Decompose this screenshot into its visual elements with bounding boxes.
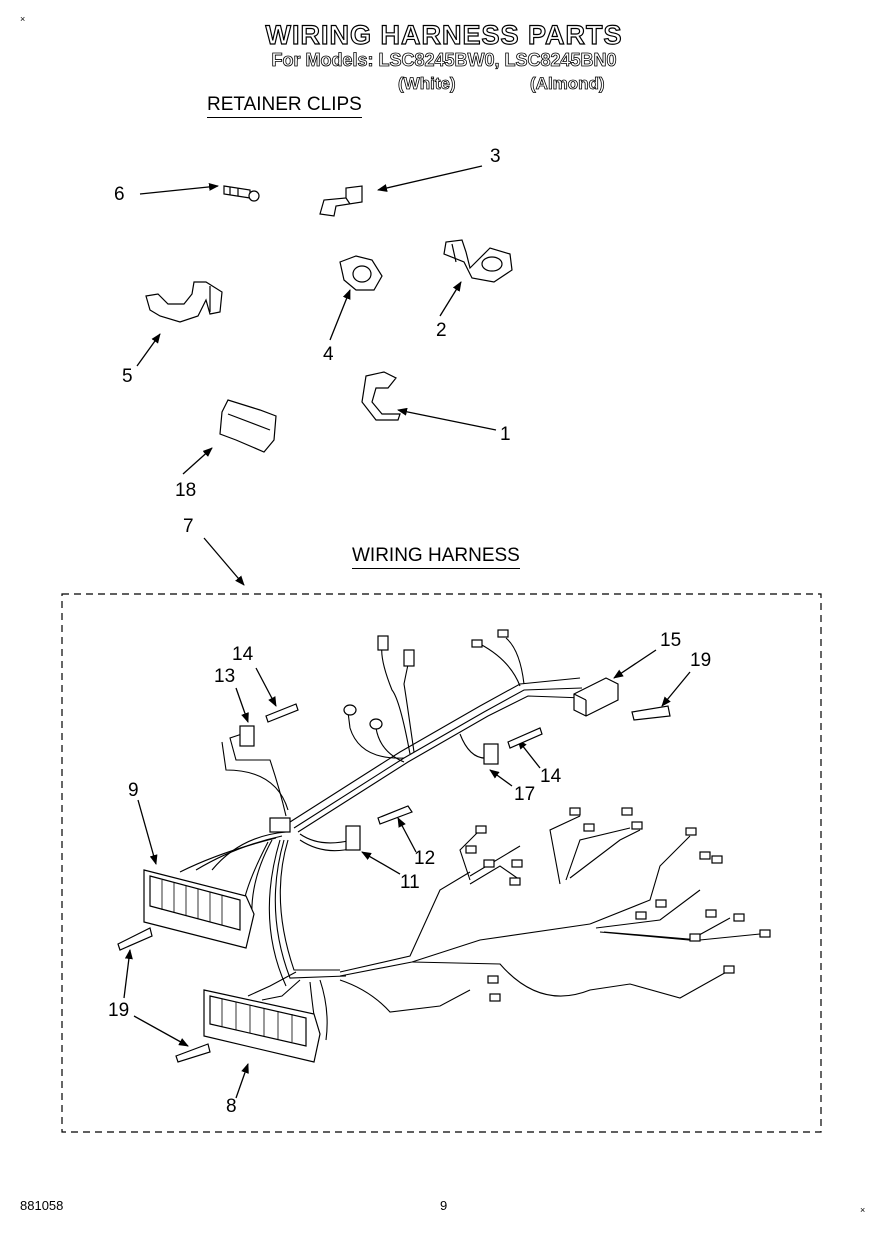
callout-19-lower: 19: [108, 1000, 130, 1021]
harness-junction: [269, 817, 291, 833]
retainer-clips-heading: RETAINER CLIPS: [207, 94, 362, 118]
callout-14-lower: 14: [540, 766, 562, 787]
loose-terminal-19c: [175, 1043, 211, 1063]
wiring-harness-heading: WIRING HARNESS: [352, 545, 520, 569]
connector-9: [143, 869, 255, 949]
leader-lines: [123, 165, 691, 1099]
clip-6-push-pin: [223, 185, 260, 202]
clip-5-saddle-clip: [145, 281, 223, 323]
callout-9: 9: [128, 780, 139, 801]
loose-terminal-14a: [265, 703, 299, 723]
connector-11: [345, 825, 361, 851]
variant-white: (White): [398, 74, 456, 94]
callout-4: 4: [323, 344, 334, 365]
harness-connectors: [117, 629, 771, 1063]
connector-8: [203, 989, 321, 1063]
connector-13: [239, 725, 255, 747]
harness-boundary: [61, 593, 822, 1133]
callout-17: 17: [514, 784, 536, 805]
callout-14-upper: 14: [232, 644, 254, 665]
page-number: 9: [440, 1198, 448, 1213]
loose-terminal-19b: [117, 927, 153, 951]
clip-4-ring-clip: [339, 255, 383, 291]
loose-terminal-14b: [507, 727, 543, 749]
callout-19-upper: 19: [690, 650, 712, 671]
connector-17: [483, 743, 499, 765]
callout-13: 13: [214, 666, 236, 687]
callout-3: 3: [490, 146, 501, 167]
loose-terminal-12: [377, 805, 413, 825]
callout-8: 8: [226, 1096, 237, 1117]
clip-2-cable-clip: [443, 239, 513, 283]
callout-15: 15: [660, 630, 682, 651]
clip-18-sleeve: [219, 399, 277, 453]
harness-wires: [179, 637, 761, 1041]
retainer-clips: [145, 185, 513, 453]
callout-18: 18: [175, 480, 197, 501]
grommet-terminals: [343, 704, 383, 730]
connector-15: [573, 677, 619, 717]
document-number: 881058: [20, 1198, 64, 1213]
loose-terminal-19a: [631, 705, 671, 721]
callout-11: 11: [400, 872, 420, 893]
callout-2: 2: [436, 320, 447, 341]
callout-7: 7: [183, 516, 194, 537]
page-title: WIRING HARNESS PARTS: [265, 19, 623, 50]
callout-12: 12: [414, 848, 436, 869]
registration-mark-bottom: ×: [860, 1205, 866, 1215]
clip-1-hook-clip: [361, 371, 401, 421]
spade-terminals: [465, 629, 771, 1002]
callout-5: 5: [122, 366, 133, 387]
variant-almond: (Almond): [530, 74, 605, 94]
callout-6: 6: [114, 184, 125, 205]
clip-3-wire-clip: [319, 185, 363, 217]
models-line: For Models: LSC8245BW0, LSC8245BN0: [271, 50, 617, 71]
switch-connectors: [377, 635, 415, 667]
callout-1: 1: [500, 424, 511, 445]
registration-mark-top: ×: [20, 14, 26, 24]
